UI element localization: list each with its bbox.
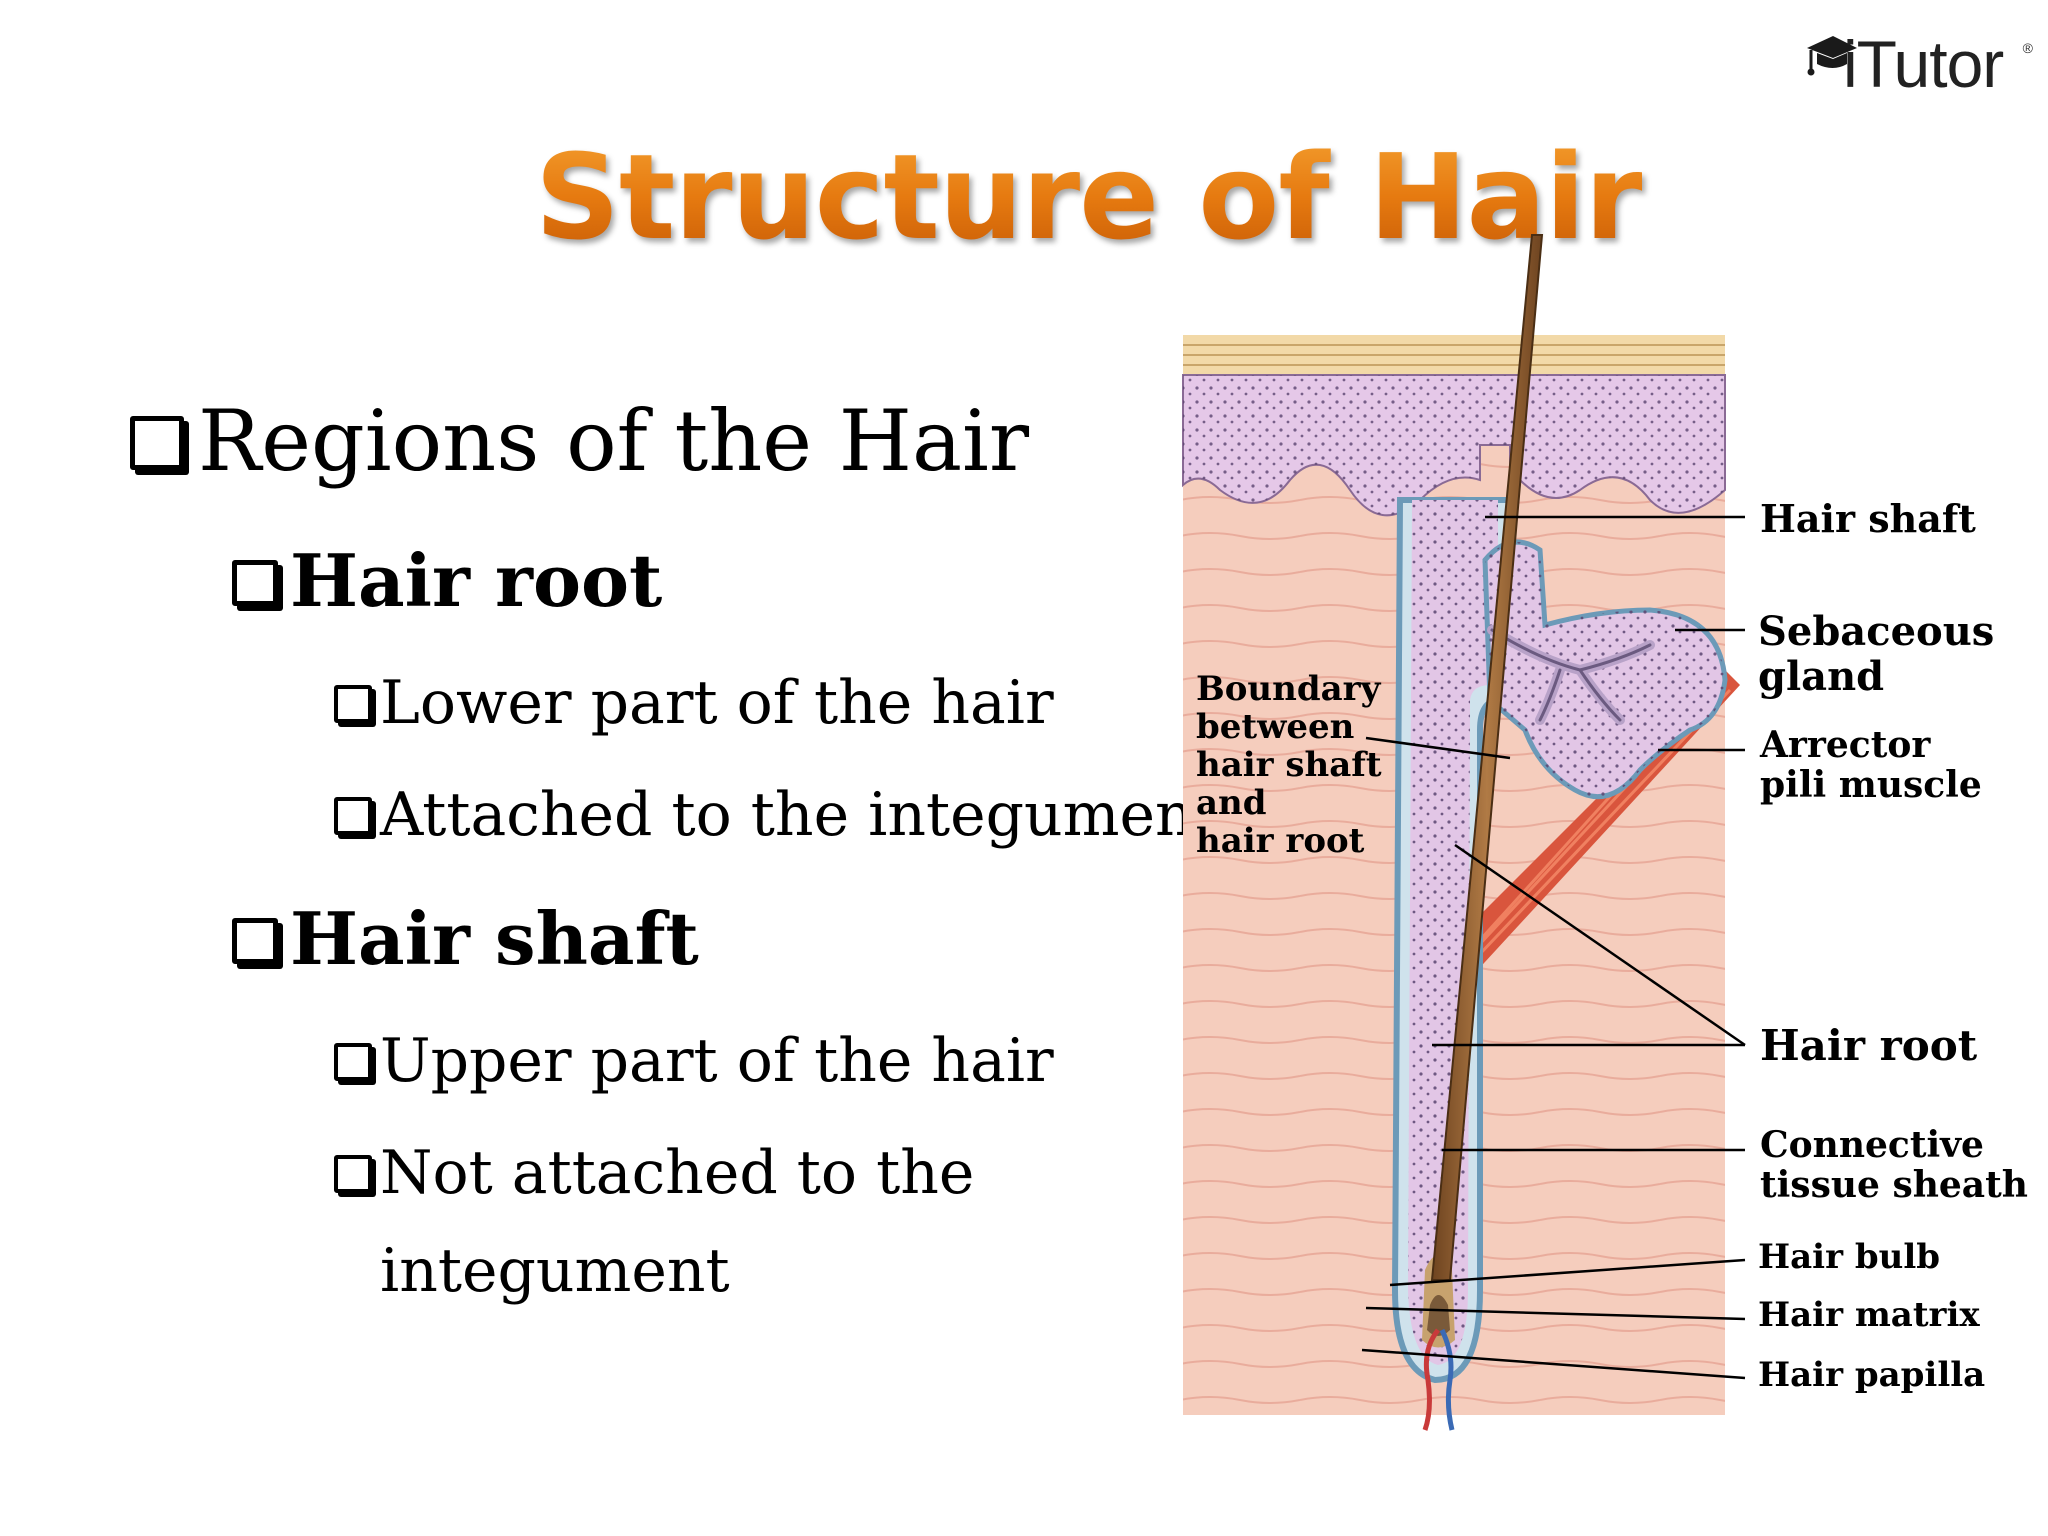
logo-text: iTutor bbox=[1843, 27, 2004, 101]
checkbox-bullet-icon bbox=[232, 560, 278, 606]
label-boundary-line-3: hair shaft bbox=[1196, 745, 1382, 786]
bullet-root-point-2: Attached to the integument bbox=[334, 780, 1218, 850]
bullet-regions-text: Regions of the Hair bbox=[198, 392, 1030, 490]
label-arrector-line-2: pili muscle bbox=[1760, 764, 1982, 807]
label-boundary-line-1: Boundary bbox=[1196, 669, 1381, 709]
label-connective-line-2: tissue sheath bbox=[1760, 1164, 2028, 1207]
bullet-hair-shaft: Hair shaft bbox=[232, 896, 699, 981]
graduation-cap-icon bbox=[1807, 36, 1857, 76]
checkbox-bullet-icon bbox=[334, 685, 372, 723]
label-hair-matrix: Hair matrix bbox=[1758, 1295, 1980, 1335]
label-sebaceous-gland: Sebaceous gland bbox=[1758, 608, 1995, 700]
label-connective-line-1: Connective bbox=[1760, 1124, 1984, 1166]
checkbox-bullet-icon bbox=[232, 918, 278, 964]
hair-papilla-vessel-red bbox=[1422, 1328, 1441, 1431]
bullet-shaft-point-1: Upper part of the hair bbox=[334, 1026, 1054, 1096]
label-hair-shaft: Hair shaft bbox=[1760, 496, 1976, 541]
label-hair-root: Hair root bbox=[1760, 1021, 1978, 1070]
checkbox-bullet-icon bbox=[334, 797, 372, 835]
registered-mark: ® bbox=[2022, 40, 2033, 56]
bullet-shaft-point-2: Not attached to the bbox=[334, 1138, 974, 1208]
label-boundary-line-4: and bbox=[1196, 783, 1267, 824]
bullet-root-point-1: Lower part of the hair bbox=[334, 668, 1054, 738]
hair-follicle-illustration bbox=[1182, 234, 1746, 1431]
bullet-root-point-2-text: Attached to the integument bbox=[380, 780, 1218, 850]
hair-papilla-vessel-blue bbox=[1439, 1328, 1455, 1431]
itutor-logo: iTutor ® bbox=[1795, 18, 2035, 108]
checkbox-bullet-icon bbox=[334, 1043, 372, 1081]
label-hair-papilla: Hair papilla bbox=[1758, 1355, 1986, 1395]
bullet-hair-root: Hair root bbox=[232, 538, 662, 623]
bullet-shaft-point-2-text: Not attached to the bbox=[380, 1138, 975, 1208]
bullet-shaft-point-1-text: Upper part of the hair bbox=[380, 1026, 1054, 1096]
label-hair-bulb: Hair bulb bbox=[1758, 1237, 1941, 1277]
label-sebaceous-line-2: gland bbox=[1758, 652, 1885, 700]
label-sebaceous-line-1: Sebaceous bbox=[1758, 608, 1995, 655]
label-boundary-line-5: hair root bbox=[1196, 821, 1365, 862]
bullet-regions: Regions of the Hair bbox=[130, 392, 1029, 490]
checkbox-bullet-icon bbox=[334, 1155, 372, 1193]
label-boundary: Boundary between hair shaft and hair roo… bbox=[1196, 670, 1382, 860]
bullet-root-point-1-text: Lower part of the hair bbox=[380, 668, 1054, 738]
label-boundary-line-2: between bbox=[1196, 707, 1355, 748]
hair-structure-diagram: Boundary between hair shaft and hair roo… bbox=[1180, 230, 2048, 1480]
hair-matrix bbox=[1427, 1295, 1450, 1336]
bullet-hair-root-text: Hair root bbox=[290, 538, 663, 623]
label-connective-tissue-sheath: Connective tissue sheath bbox=[1760, 1125, 2028, 1206]
label-arrector-line-1: Arrector bbox=[1760, 724, 1931, 766]
leader-lines bbox=[1361, 515, 1746, 1380]
checkbox-bullet-icon bbox=[130, 416, 184, 470]
bullet-shaft-point-2-continuation: integument bbox=[380, 1236, 730, 1306]
bullet-hair-shaft-text: Hair shaft bbox=[290, 896, 699, 981]
slide-title: Structure of Hair bbox=[535, 128, 1643, 266]
label-arrector-pili: Arrector pili muscle bbox=[1760, 725, 1982, 806]
